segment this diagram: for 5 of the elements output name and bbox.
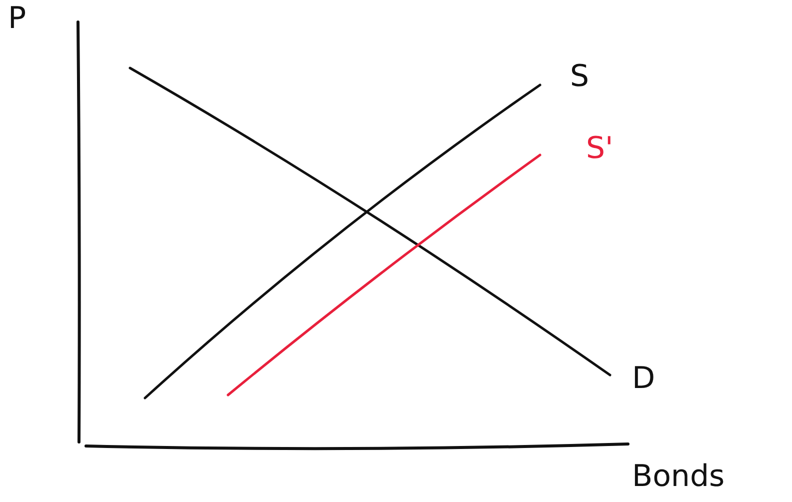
axis-label: P (8, 4, 26, 34)
curve-label: S (570, 62, 590, 92)
curve-label: S' (586, 134, 614, 164)
curve-label: D (632, 364, 656, 394)
axis-label: Bonds (632, 462, 725, 492)
